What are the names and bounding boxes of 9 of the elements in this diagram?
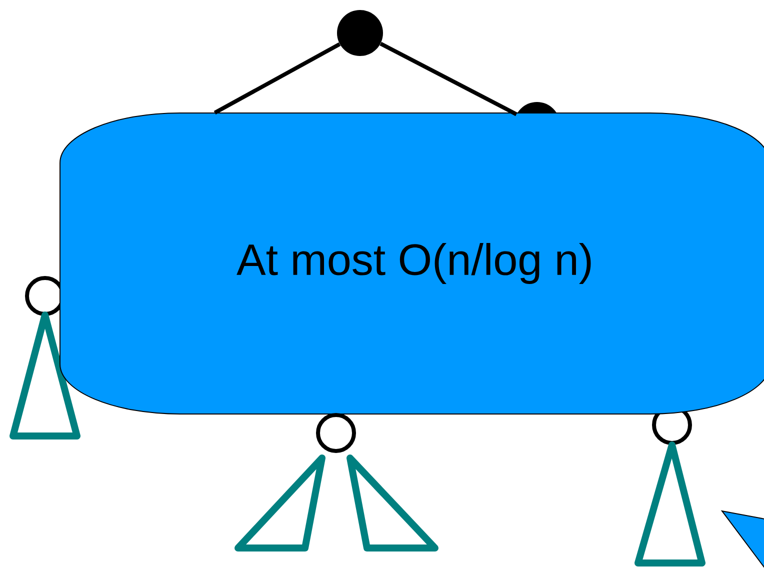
tree-edge — [380, 42, 518, 116]
callout-tooltip: At most O(n/log n) — [60, 112, 764, 414]
tree-node — [337, 10, 383, 56]
tree-edge — [214, 42, 341, 115]
tree-node — [316, 412, 356, 453]
subtree-triangle — [634, 441, 706, 566]
subtree-triangle — [10, 311, 80, 440]
subtree-triangle — [234, 454, 326, 552]
subtree-triangle — [346, 454, 438, 552]
